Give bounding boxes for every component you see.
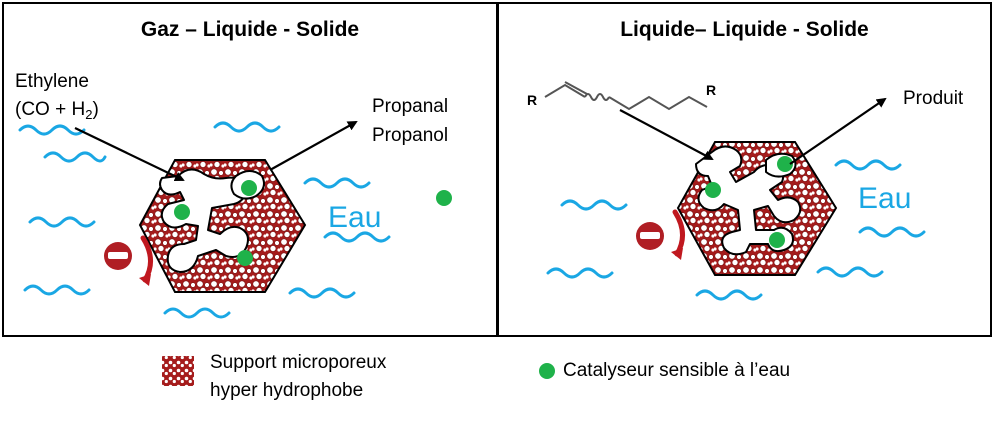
left-water-waves: [18, 121, 391, 319]
legend-catalyst-dot: [539, 363, 555, 379]
legend-catalyst-label: Catalyseur sensible à l’eau: [563, 360, 791, 381]
water-wave: [213, 121, 281, 133]
water-wave: [163, 307, 231, 319]
left-reactant-arrow: [74, 127, 185, 182]
water-wave: [546, 267, 614, 279]
left-product-label-2: Propanol: [372, 125, 449, 146]
molecule-r-end: R: [706, 82, 717, 98]
left-panel-title: Gaz – Liquide - Solide: [140, 18, 360, 41]
reactant-molecule: [544, 81, 708, 111]
water-wave: [695, 289, 763, 301]
legend-support-line1: Support microporeux: [210, 352, 387, 373]
water-wave: [28, 216, 96, 228]
water-wave: [18, 124, 86, 136]
catalyst-dot: [777, 156, 793, 172]
water-wave: [834, 159, 902, 171]
right-catalyst-sites: [705, 156, 793, 248]
left-product-label-1: Propanal: [372, 96, 449, 117]
left-water-blocked-icon: [104, 235, 153, 286]
right-water-blocked-icon: [636, 209, 685, 260]
right-panel-title: Liquide– Liquide - Solide: [620, 18, 869, 41]
catalyst-dot: [705, 182, 721, 198]
left-reactant-label-2: (CO + H2): [15, 98, 99, 122]
legend-support-line2: hyper hydrophobe: [210, 380, 364, 401]
molecule-r-start: R: [527, 92, 538, 108]
water-wave: [43, 151, 107, 163]
catalyst-dot: [237, 250, 253, 266]
water-wave: [560, 199, 628, 211]
reactant-subscript: 2: [85, 107, 93, 122]
liquid-liquid-solid-panel: Liquide– Liquide - Solide: [497, 2, 992, 337]
water-wave: [816, 266, 884, 278]
left-product-arrow: [269, 121, 358, 171]
reactant-formula-end: ): [92, 99, 99, 120]
water-wave: [323, 231, 391, 243]
right-product-arrow: [789, 97, 887, 165]
right-reactant-arrow: [619, 109, 714, 160]
left-reactant-label-1: Ethylene: [15, 71, 89, 92]
right-water-label: Eau: [858, 182, 912, 215]
catalyst-dot: [241, 180, 257, 196]
catalyst-dot: [436, 190, 452, 206]
water-wave: [303, 177, 371, 189]
right-water-waves: [546, 159, 926, 301]
catalyst-dot: [174, 204, 190, 220]
water-wave: [23, 284, 91, 296]
water-wave: [288, 287, 356, 299]
reactant-formula: (CO + H: [15, 99, 86, 120]
water-wave: [858, 226, 926, 238]
catalyst-dot: [769, 232, 785, 248]
right-product-label: Produit: [903, 88, 964, 109]
left-catalyst-sites: [174, 180, 452, 266]
left-water-label: Eau: [328, 201, 382, 234]
legend-support-swatch: [162, 356, 194, 386]
